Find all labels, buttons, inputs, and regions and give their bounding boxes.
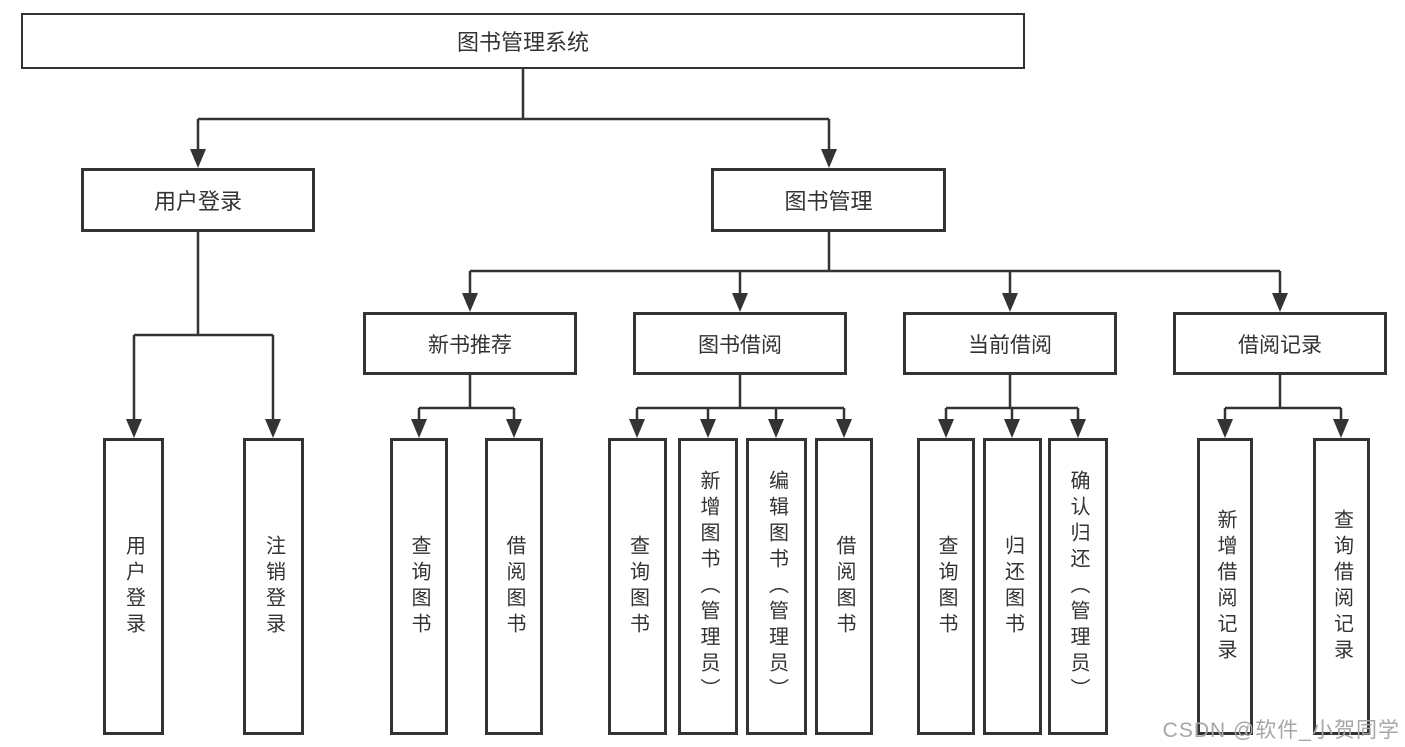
node-library-management-system: 图书管理系统 [21, 13, 1025, 69]
node-current-borrowing: 当前借阅 [903, 312, 1117, 375]
leaf-query-borrow-record: 查询借阅记录 [1313, 438, 1370, 735]
node-user-login: 用户登录 [81, 168, 315, 232]
node-borrowing-records: 借阅记录 [1173, 312, 1387, 375]
leaf-user-login: 用户登录 [103, 438, 164, 735]
leaf-query-books-borrowing: 查询图书 [608, 438, 667, 735]
node-book-borrowing: 图书借阅 [633, 312, 847, 375]
leaf-query-books-recommendation: 查询图书 [390, 438, 448, 735]
leaf-borrow-books-recommendation: 借阅图书 [485, 438, 543, 735]
leaf-logout: 注销登录 [243, 438, 304, 735]
arrowheads [126, 149, 1349, 438]
leaf-query-books-current: 查询图书 [917, 438, 975, 735]
leaf-confirm-return-admin: 确认归还（管理员） [1048, 438, 1108, 735]
leaf-edit-books-admin: 编辑图书（管理员） [746, 438, 807, 735]
leaf-return-books: 归还图书 [983, 438, 1042, 735]
leaf-add-books-admin: 新增图书（管理员） [678, 438, 738, 735]
node-new-book-recommendation: 新书推荐 [363, 312, 577, 375]
leaf-borrow-books-borrowing: 借阅图书 [815, 438, 873, 735]
node-book-management: 图书管理 [711, 168, 946, 232]
leaf-add-borrow-record: 新增借阅记录 [1197, 438, 1253, 735]
csdn-watermark: CSDN @软件_小贺同学 [1162, 719, 1400, 742]
